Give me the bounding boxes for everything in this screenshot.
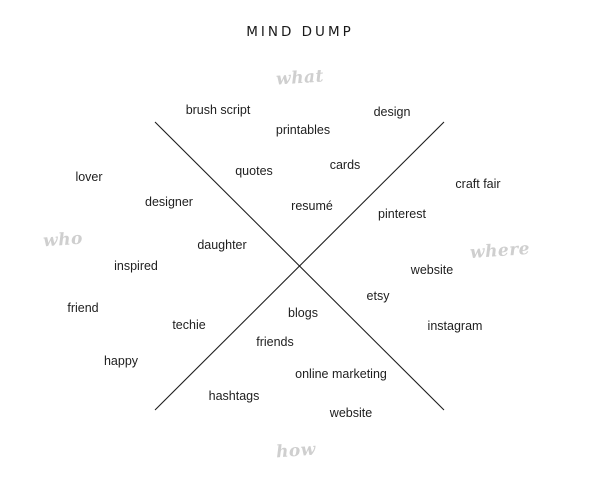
page-title: MIND DUMP xyxy=(246,24,354,40)
diagonal-line-ascending xyxy=(154,121,445,411)
word-printables: printables xyxy=(275,123,331,137)
word-friend: friend xyxy=(67,301,99,315)
quadrant-label-where: where xyxy=(469,238,531,264)
word-techie: techie xyxy=(172,318,206,332)
word-lover: lover xyxy=(75,170,103,184)
word-blogs: blogs xyxy=(288,306,318,320)
word-inspired: inspired xyxy=(114,259,158,273)
word-quotes: quotes xyxy=(235,164,273,178)
word-design: design xyxy=(373,105,411,119)
word-etsy: etsy xyxy=(366,289,390,303)
word-instagram: instagram xyxy=(427,319,483,333)
word-hashtags: hashtags xyxy=(208,389,260,403)
quadrant-label-what: what xyxy=(275,66,325,90)
word-website-2: website xyxy=(329,406,373,420)
quadrant-label-who: who xyxy=(42,228,84,252)
word-friends: friends xyxy=(256,335,294,349)
word-cards: cards xyxy=(329,158,361,172)
word-happy: happy xyxy=(103,354,139,368)
word-daughter: daughter xyxy=(197,238,247,252)
word-craft-fair: craft fair xyxy=(455,177,501,191)
word-brush-script: brush script xyxy=(185,103,251,117)
word-website-1: website xyxy=(410,263,454,277)
word-pinterest: pinterest xyxy=(378,207,426,221)
word-resume: resumé xyxy=(291,199,333,213)
word-online-marketing: online marketing xyxy=(295,367,387,381)
word-designer: designer xyxy=(145,195,193,209)
quadrant-label-how: how xyxy=(275,439,317,463)
